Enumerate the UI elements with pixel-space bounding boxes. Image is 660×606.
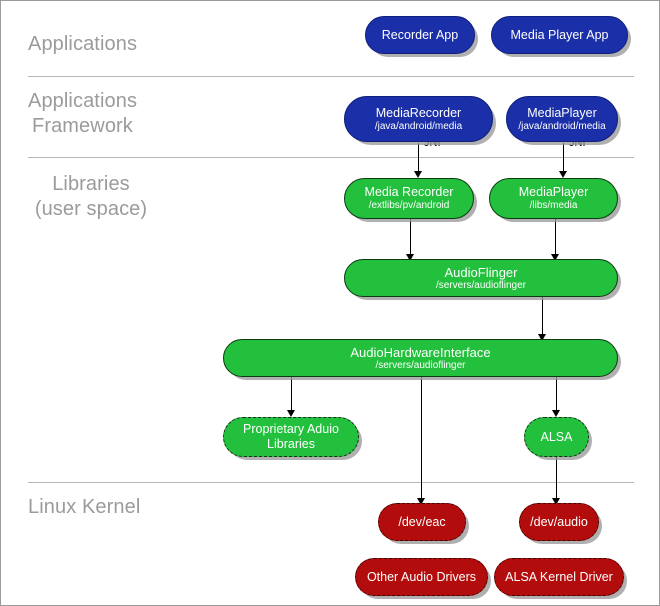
node-media-player-library[interactable]: MediaPlayer /libs/media [489,178,618,219]
node-audiohardwareinterface-path: /servers/audioflinger [375,359,466,371]
arrowhead-alsa-to-dev-audio [552,498,560,505]
node-mediarecorder-framework-title: MediaRecorder [375,105,462,120]
node-mediaplayer-framework[interactable]: MediaPlayer /java/android/media [506,96,618,142]
divider-linux-kernel [28,482,634,483]
node-audioflinger-path: /servers/audioflinger [435,279,527,291]
arrowhead-audioflinger-to-audiohardwareinterface [538,334,546,341]
node-mediaplayer-framework-path: /java/android/media [518,120,606,132]
arrowhead-mediaplayer-lib-to-audioflinger [551,254,559,261]
node-proprietary-audio-libraries[interactable]: Proprietary Aduio Libraries [223,417,359,457]
node-media-recorder-library-path: /extlibs/pv/android [368,200,450,211]
node-audiohardwareinterface-title: AudioHardwareInterface [350,344,491,360]
connector-ahi-to-proprietary-libraries [291,377,292,413]
arrowhead-mediaplayer-fw-to-lib [559,171,567,178]
layer-label-applications-framework-line2: Framework [32,115,133,137]
node-other-audio-drivers-title: Other Audio Drivers [366,569,477,584]
node-alsa-title: ALSA [540,429,573,444]
arrowhead-ahi-to-proprietary-libraries [287,410,295,417]
node-media-recorder-library-title: Media Recorder [364,185,454,199]
divider-applications-framework [28,157,634,158]
layer-label-linux-kernel: Linux Kernel [28,496,141,518]
arrowhead-ahi-to-alsa [552,410,560,417]
node-other-audio-drivers[interactable]: Other Audio Drivers [355,558,488,596]
layer-label-libraries-line1: Libraries [52,173,130,195]
connector-mediaplayer-fw-to-lib [563,143,564,174]
node-recorder-app[interactable]: Recorder App [365,16,475,54]
node-recorder-app-title: Recorder App [381,27,459,42]
layer-label-libraries-line2: (user space) [34,198,148,220]
node-alsa-kernel-driver-title: ALSA Kernel Driver [505,569,613,584]
node-alsa[interactable]: ALSA [524,417,589,457]
arrowhead-mediarecorder-lib-to-audioflinger [406,254,414,261]
node-media-player-app[interactable]: Media Player App [491,16,628,54]
node-proprietary-audio-libraries-title: Proprietary Aduio [243,422,339,436]
node-dev-audio[interactable]: /dev/audio [519,503,599,541]
arrowhead-mediarecorder-fw-to-lib [414,171,422,178]
connector-audioflinger-to-audiohardwareinterface [542,297,543,337]
node-dev-audio-title: /dev/audio [530,514,588,529]
node-dev-eac[interactable]: /dev/eac [378,503,466,541]
connector-mediarecorder-fw-to-lib [418,143,419,174]
node-media-player-library-title: MediaPlayer [518,185,589,199]
node-media-player-app-title: Media Player App [510,27,609,42]
layer-label-applications-framework-line1: Applications [28,90,138,112]
node-audiohardwareinterface[interactable]: AudioHardwareInterface /servers/audiofli… [223,339,618,377]
node-mediaplayer-framework-title: MediaPlayer [527,105,597,120]
connector-ahi-to-alsa [556,377,557,413]
node-media-player-library-path: /libs/media [529,200,578,211]
connector-alsa-to-dev-audio [556,457,557,501]
node-mediarecorder-framework-path: /java/android/media [374,120,463,132]
layer-label-applications: Applications [28,33,138,55]
node-proprietary-audio-libraries-subtitle: Libraries [267,437,315,451]
arrowhead-ahi-to-dev-eac [417,498,425,505]
node-dev-eac-title: /dev/eac [398,514,446,529]
connector-ahi-to-dev-eac [421,377,422,501]
node-audioflinger-title: AudioFlinger [444,264,518,280]
node-media-recorder-library[interactable]: Media Recorder /extlibs/pv/android [344,178,474,219]
node-mediarecorder-framework[interactable]: MediaRecorder /java/android/media [344,96,493,142]
connector-mediaplayer-lib-to-audioflinger [555,219,556,257]
divider-applications [28,76,634,77]
node-alsa-kernel-driver[interactable]: ALSA Kernel Driver [494,558,624,596]
node-audioflinger[interactable]: AudioFlinger /servers/audioflinger [344,259,618,297]
connector-mediarecorder-lib-to-audioflinger [410,219,411,257]
